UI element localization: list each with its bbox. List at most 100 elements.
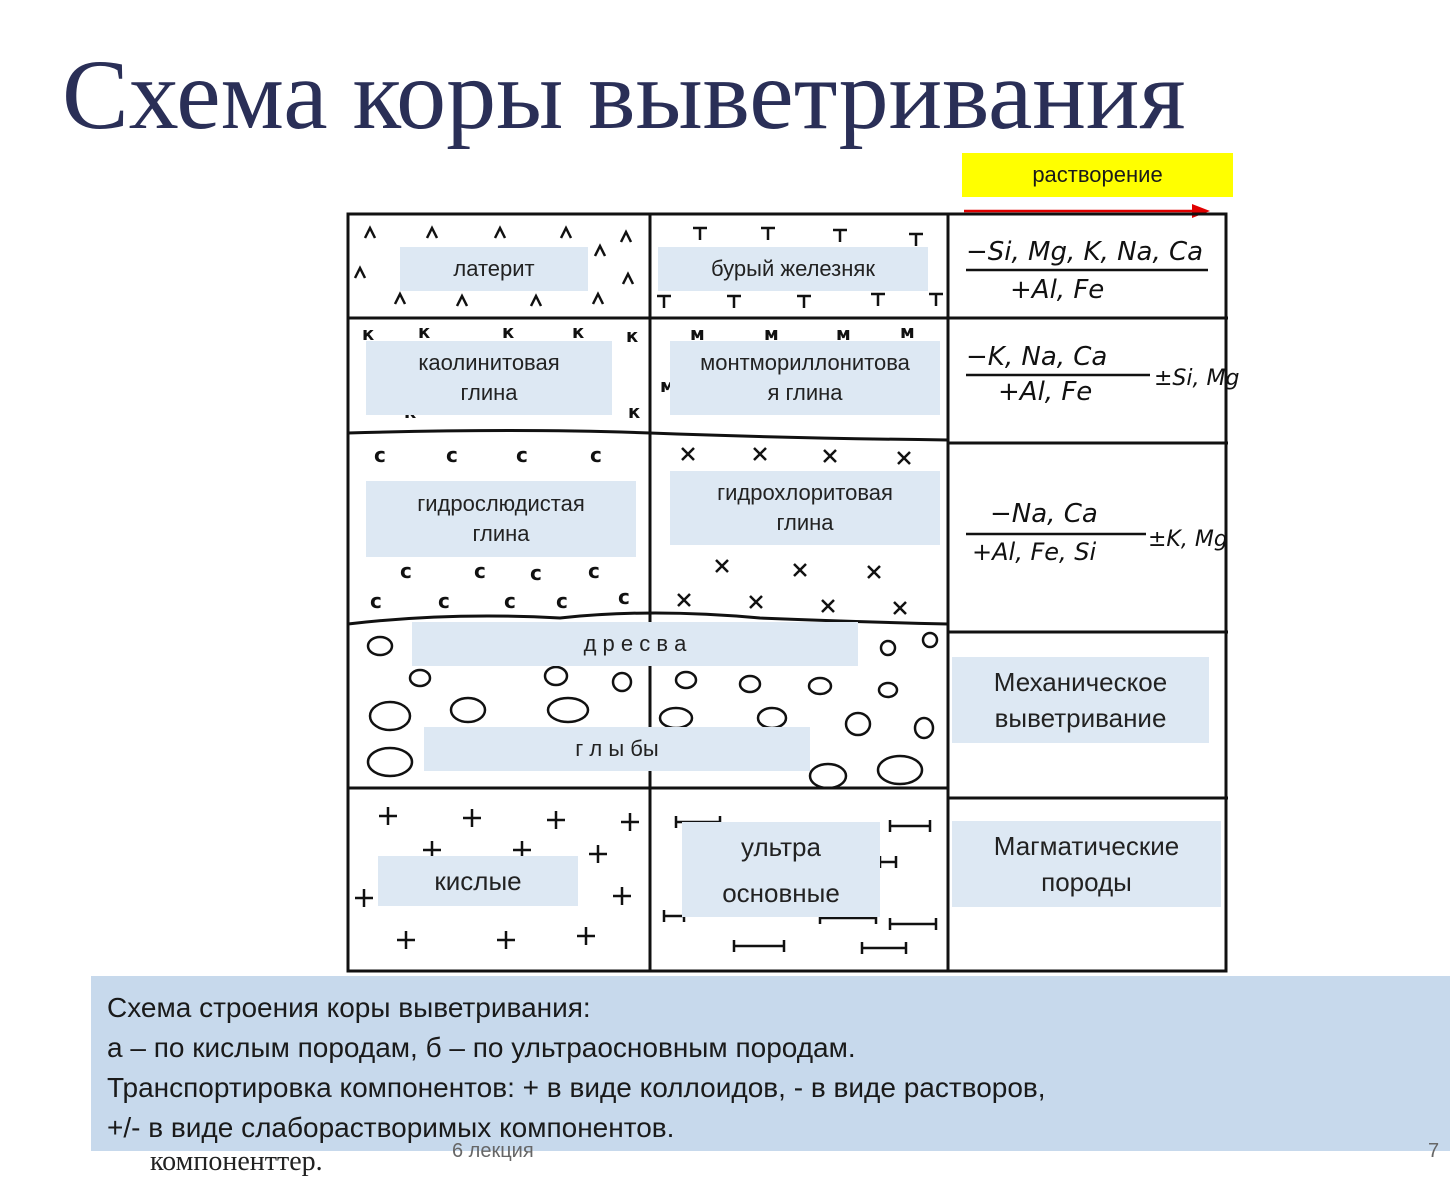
- formula-row2-plus: +Al, Fe: [998, 377, 1092, 407]
- hydromica-symbol: с: [438, 589, 450, 613]
- montmorillonite-symbol: м: [764, 324, 779, 345]
- formula-row1-plus: +Al, Fe: [1010, 275, 1104, 305]
- diagram-grid: [346, 212, 1228, 973]
- hydromica-symbol: с: [516, 443, 528, 467]
- pebble-symbol: [366, 635, 394, 657]
- plus-symbol: [621, 813, 639, 831]
- caption-line: Схема строения коры выветривания:: [107, 992, 591, 1023]
- x-symbol: [749, 595, 763, 609]
- caret-symbol: [529, 293, 543, 307]
- pebble-symbol: [408, 668, 432, 688]
- hydromica-symbol: с: [504, 589, 516, 613]
- label-blocks: г л ы бы: [424, 727, 810, 771]
- x-symbol: [793, 563, 807, 577]
- pebble-symbol: [921, 631, 939, 649]
- hydromica-symbol: с: [618, 585, 630, 609]
- hydromica-symbol: с: [588, 559, 600, 583]
- x-symbol: [715, 559, 729, 573]
- label-laterite: латерит: [400, 247, 588, 291]
- caret-symbol: [493, 225, 507, 239]
- label-acidic: кислые: [378, 856, 578, 906]
- x-symbol: [897, 451, 911, 465]
- t-symbol: [797, 294, 811, 308]
- caption-line: +/- в виде слаборастворимых компонентов.: [107, 1112, 675, 1143]
- pebble-symbol: [368, 700, 412, 732]
- plus-symbol: [379, 807, 397, 825]
- footer-text: компоненттер.: [150, 1146, 323, 1177]
- pebble-symbol: [449, 696, 487, 724]
- t-symbol: [871, 292, 885, 306]
- hydromica-symbol: с: [530, 561, 542, 585]
- hydromica-symbol: с: [474, 559, 486, 583]
- caret-symbol: [621, 271, 635, 285]
- montmorillonite-symbol: м: [690, 324, 705, 345]
- pebble-symbol: [674, 670, 698, 690]
- caret-symbol: [619, 229, 633, 243]
- hydromica-symbol: с: [590, 443, 602, 467]
- dumbbell-symbol: [662, 910, 686, 922]
- pebble-symbol: [366, 746, 414, 778]
- pebble-symbol: [756, 706, 788, 730]
- plus-symbol: [613, 887, 631, 905]
- t-symbol: [693, 226, 707, 240]
- caption-box: Схема строения коры выветривания: а – по…: [91, 976, 1450, 1151]
- x-symbol: [823, 449, 837, 463]
- pebble-symbol: [546, 696, 590, 724]
- pebble-symbol: [611, 671, 633, 693]
- caption-line: Транспортировка компонентов: + в виде ко…: [107, 1072, 1046, 1103]
- plus-symbol: [497, 931, 515, 949]
- x-symbol: [821, 599, 835, 613]
- montmorillonite-symbol: м: [836, 324, 851, 345]
- chemistry-formulas: −Si, Mg, K, Na, Ca +Al, Fe −K, Na, Ca +A…: [966, 237, 1239, 566]
- plus-symbol: [355, 889, 373, 907]
- x-symbol: [867, 565, 881, 579]
- x-symbol: [753, 447, 767, 461]
- caret-symbol: [559, 225, 573, 239]
- x-symbol: [893, 601, 907, 615]
- caret-symbol: [353, 265, 367, 279]
- caret-symbol: [591, 291, 605, 305]
- pebble-symbol: [807, 676, 833, 696]
- page-number: 7: [1428, 1140, 1440, 1162]
- dumbbell-symbol: [888, 918, 938, 930]
- kaolinite-symbol: к: [572, 322, 584, 343]
- label-gravel: д р е с в а: [412, 622, 858, 666]
- kaolinite-symbol: к: [418, 322, 430, 343]
- pebble-symbol: [738, 674, 762, 694]
- plus-symbol: [463, 809, 481, 827]
- t-symbol: [909, 232, 923, 246]
- plus-symbol: [397, 931, 415, 949]
- dumbbell-symbol: [888, 820, 932, 832]
- dissolution-arrow-icon: [964, 204, 1210, 218]
- formula-row3-plus: +Al, Fe, Si: [972, 538, 1097, 566]
- pebble-symbol: [543, 665, 569, 687]
- t-symbol: [727, 294, 741, 308]
- plus-symbol: [547, 811, 565, 829]
- caret-symbol: [363, 225, 377, 239]
- dumbbell-symbol: [732, 940, 786, 952]
- pebble-symbol: [879, 639, 897, 657]
- plus-symbol: [589, 845, 607, 863]
- formula-row3-minus: −Na, Ca: [990, 499, 1098, 529]
- t-symbol: [833, 228, 847, 242]
- pebble-symbol: [876, 754, 924, 786]
- formula-row2-side: ±Si, Mg: [1154, 366, 1239, 391]
- kaolinite-symbol: к: [362, 324, 374, 345]
- pebble-symbol: [808, 762, 848, 790]
- dissolution-badge: растворение: [962, 153, 1233, 197]
- caption-line: а – по кислым породам, б – по ультраосно…: [107, 1032, 856, 1063]
- formula-row3-side: ±K, Mg: [1148, 527, 1228, 552]
- hydromica-symbol: с: [446, 443, 458, 467]
- pebble-symbol: [913, 716, 935, 740]
- caret-symbol: [593, 243, 607, 257]
- x-symbol: [681, 447, 695, 461]
- t-symbol: [657, 294, 671, 308]
- t-symbol: [761, 226, 775, 240]
